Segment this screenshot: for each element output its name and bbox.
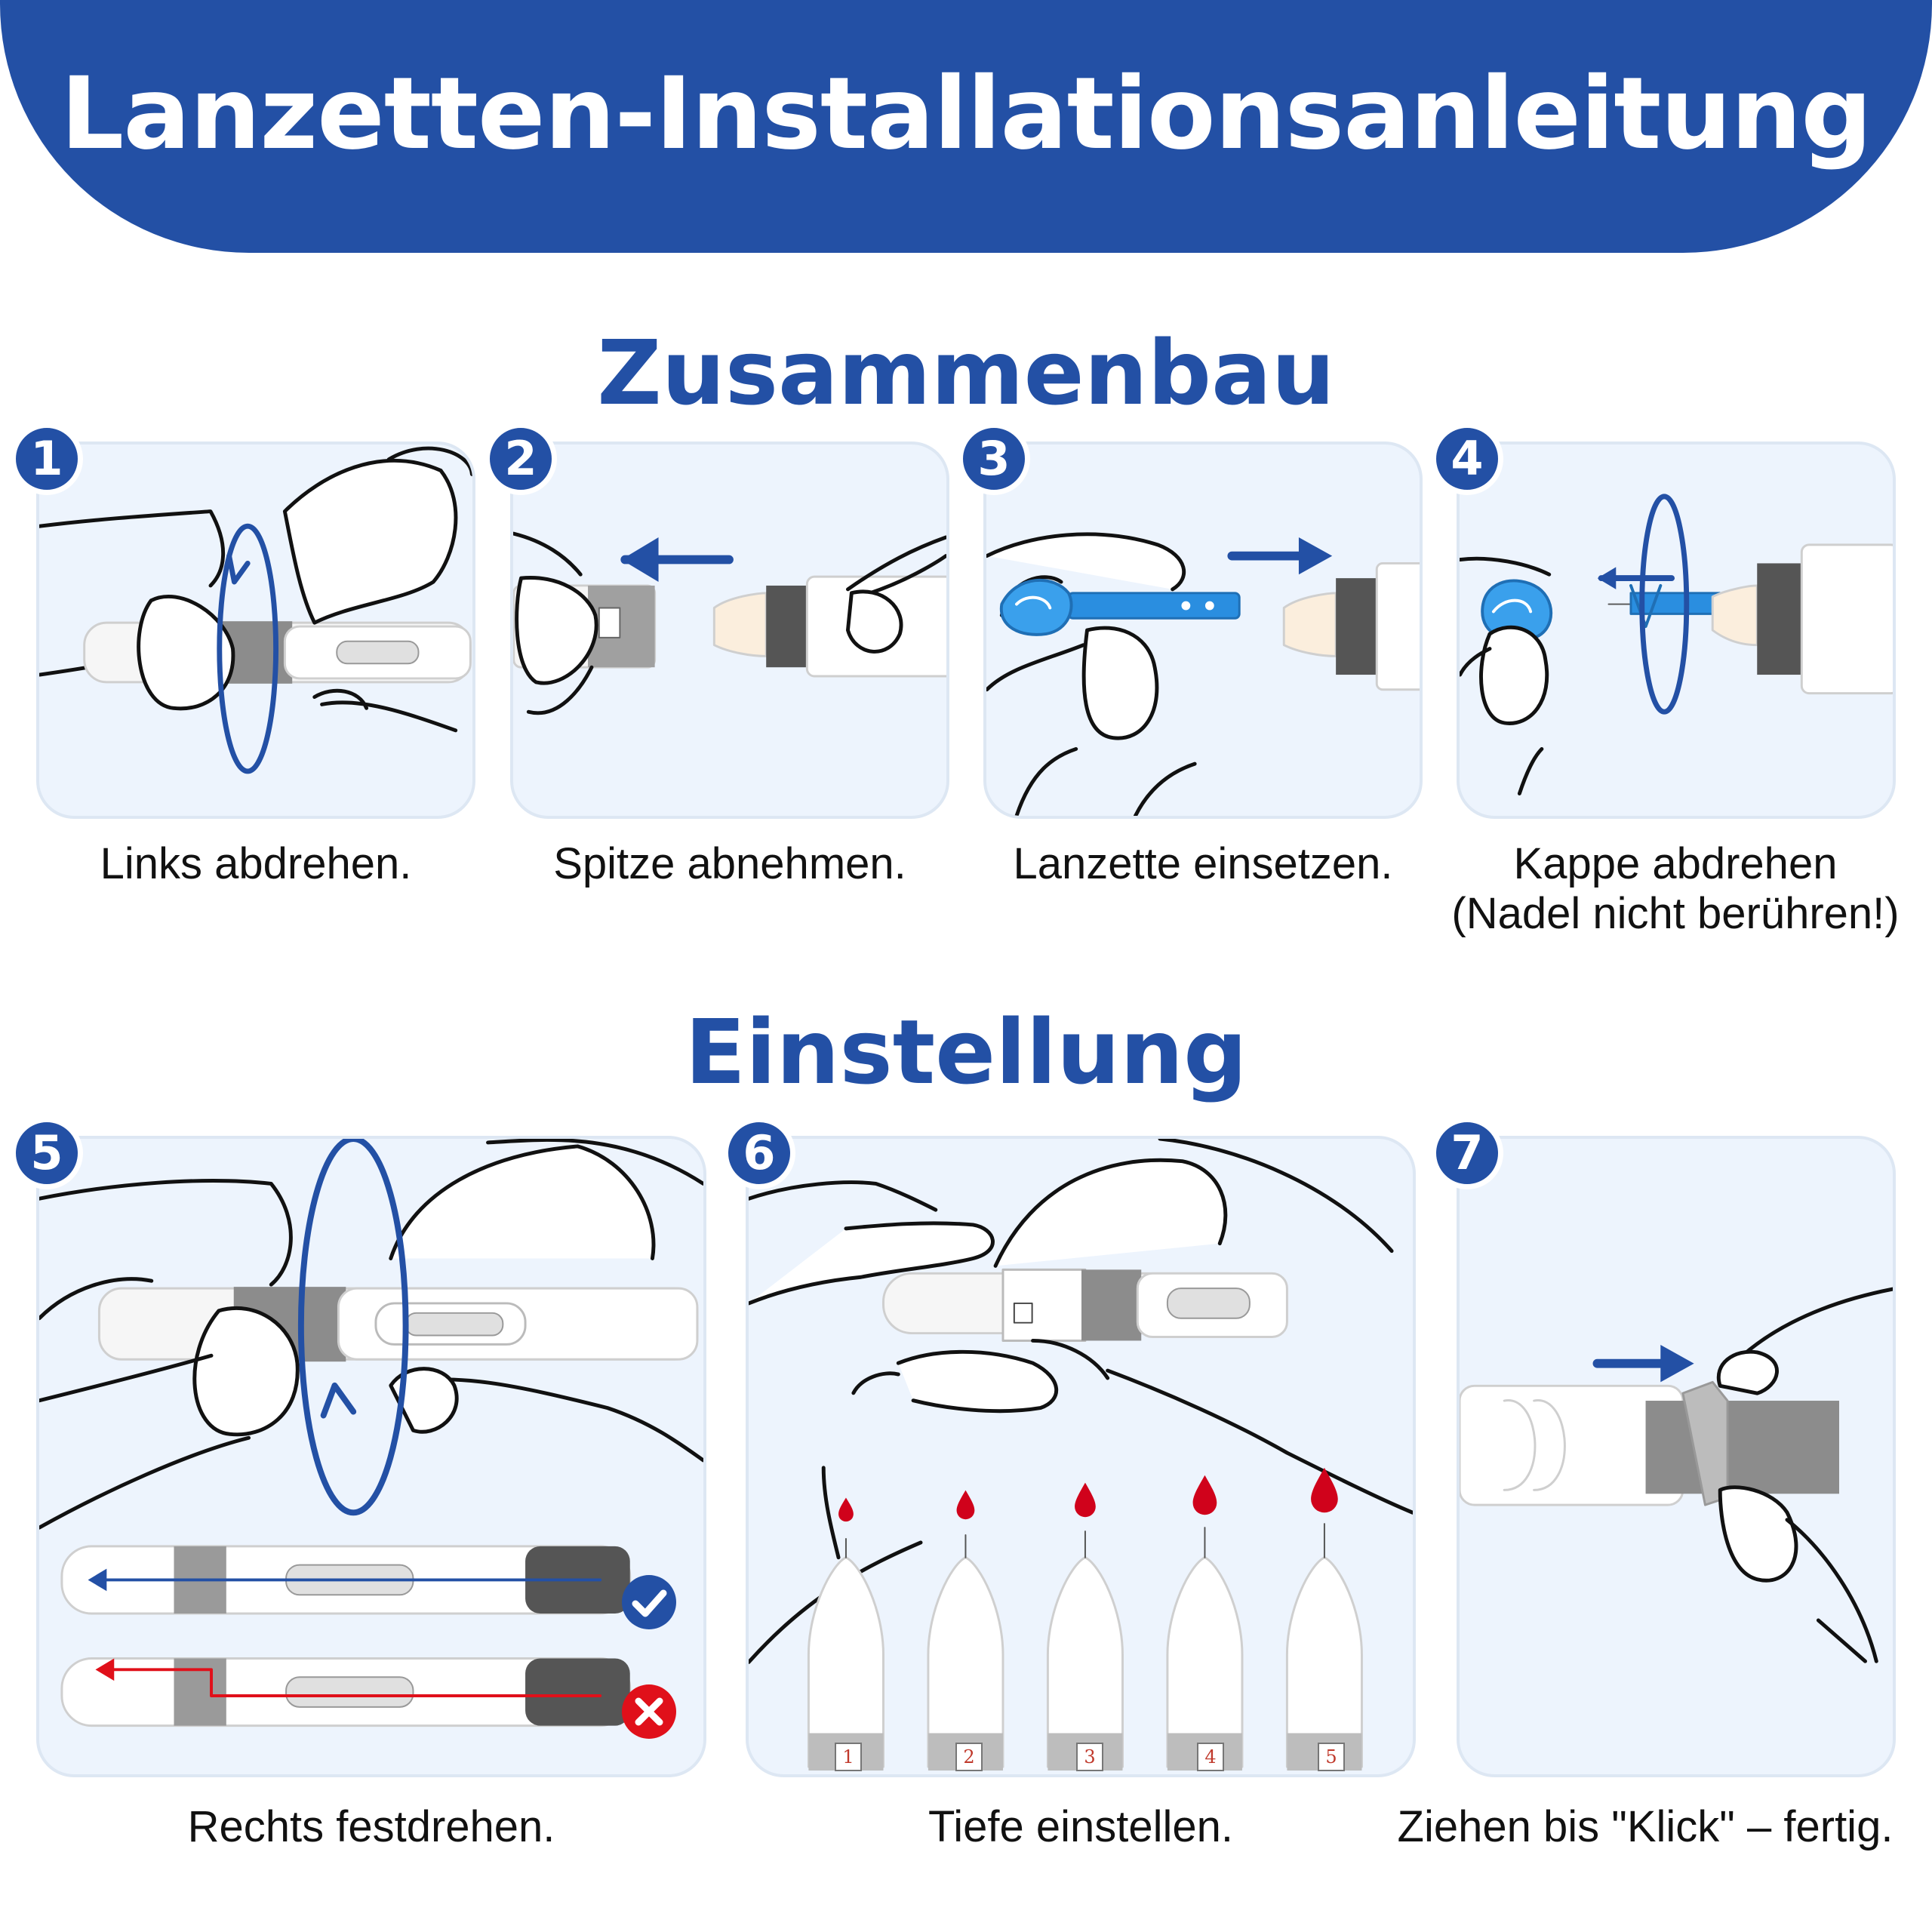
check-circle-icon bbox=[622, 1575, 676, 1629]
section-title-adjustment: Einstellung bbox=[685, 1000, 1247, 1104]
step-7-illustration bbox=[1457, 1136, 1896, 1777]
step-6-illustration: 1 2 3 4 5 bbox=[746, 1136, 1416, 1777]
step-5-caption: Rechts festdrehen. bbox=[187, 1802, 555, 1851]
cross-circle-icon bbox=[622, 1684, 676, 1739]
step-2-caption: Spitze abnehmen. bbox=[553, 839, 906, 888]
step-1-caption: Links abdrehen. bbox=[100, 839, 412, 888]
step-3-caption: Lanzette einsetzen. bbox=[1013, 839, 1393, 888]
page-title: Lanzetten-Installationsanleitung bbox=[60, 56, 1872, 172]
step-3-illustration bbox=[983, 441, 1423, 819]
section-title-assembly: Zusammenbau bbox=[597, 321, 1335, 425]
header-banner: Lanzetten-Installationsanleitung bbox=[0, 0, 1932, 253]
depth-level-1: 1 bbox=[835, 1743, 862, 1771]
step-1-badge: 1 bbox=[11, 423, 83, 495]
depth-level-5: 5 bbox=[1318, 1743, 1345, 1771]
step-2-illustration bbox=[510, 441, 949, 819]
step-7-badge: 7 bbox=[1431, 1117, 1503, 1189]
step-6-caption: Tiefe einstellen. bbox=[928, 1802, 1234, 1851]
depth-levels: 1 2 3 4 5 bbox=[749, 1743, 1413, 1773]
step-4-caption: Kappe abdrehen (Nadel nicht berühren!) bbox=[1451, 839, 1900, 938]
step-1-illustration bbox=[36, 441, 475, 819]
step-5-illustration bbox=[36, 1136, 706, 1777]
depth-level-3: 3 bbox=[1076, 1743, 1103, 1771]
depth-level-4: 4 bbox=[1197, 1743, 1224, 1771]
step-6-badge: 6 bbox=[723, 1117, 795, 1189]
step-7-caption: Ziehen bis "Klick" – fertig. bbox=[1397, 1802, 1894, 1851]
step-4-illustration bbox=[1457, 441, 1896, 819]
step-3-badge: 3 bbox=[958, 423, 1030, 495]
depth-level-2: 2 bbox=[955, 1743, 983, 1771]
step-2-badge: 2 bbox=[485, 423, 557, 495]
step-5-badge: 5 bbox=[11, 1117, 83, 1189]
step-4-badge: 4 bbox=[1431, 423, 1503, 495]
